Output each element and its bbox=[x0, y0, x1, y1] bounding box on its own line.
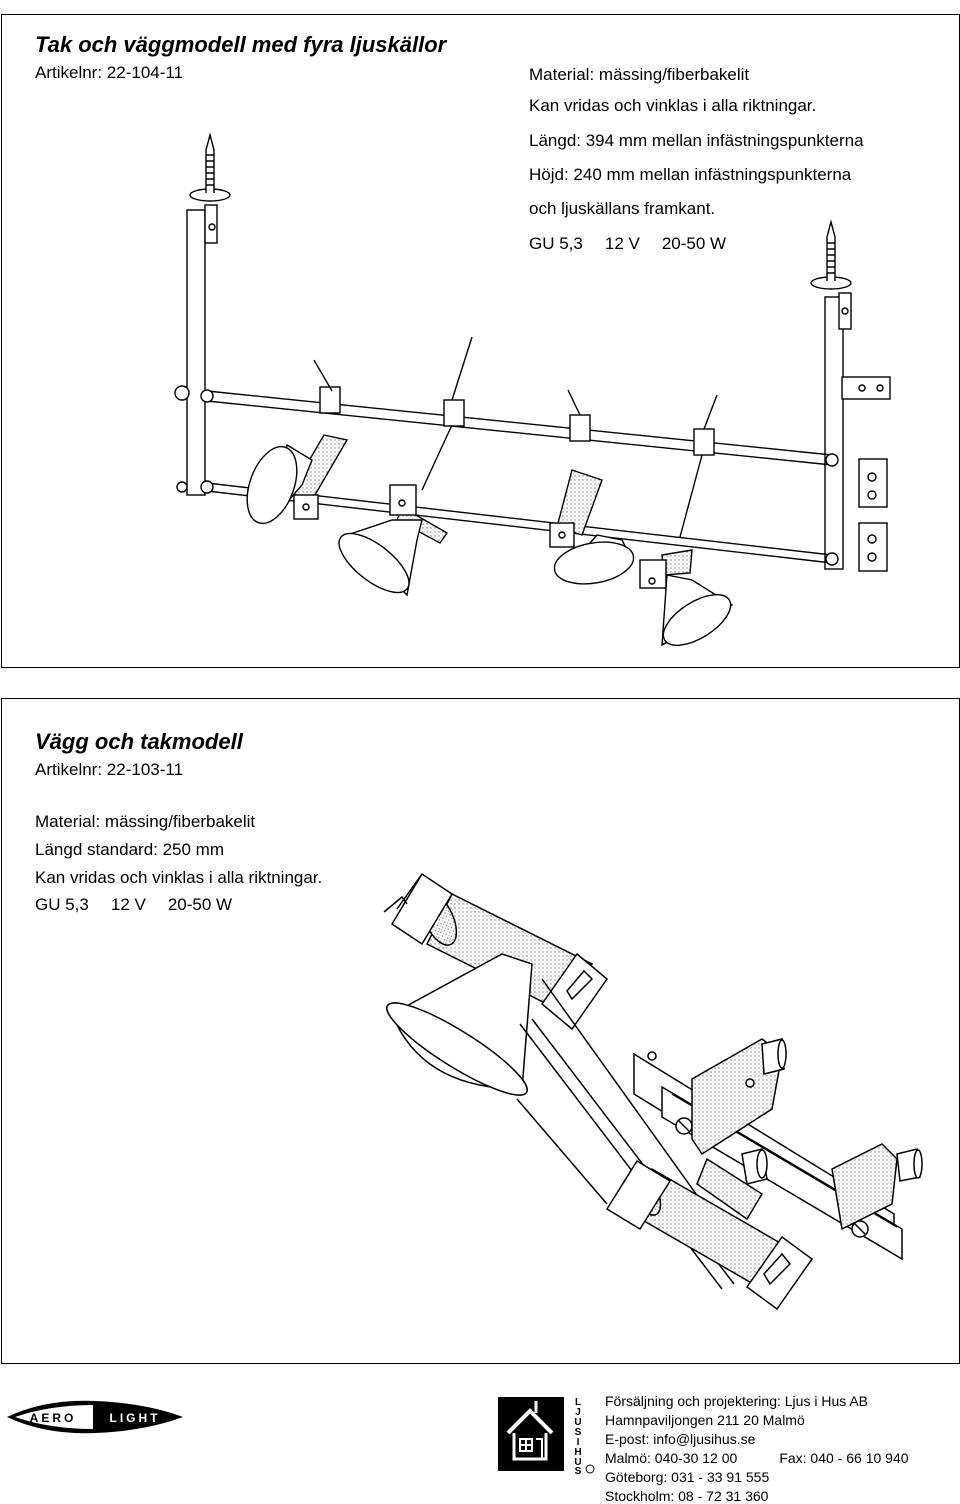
four-light-fixture-drawing bbox=[174, 132, 891, 647]
contact-email: E-post: info@ljusihus.se bbox=[605, 1431, 756, 1447]
wattage: 20-50 W bbox=[167, 895, 233, 914]
spec-material: Material: mässing/fiberbakelit bbox=[35, 812, 256, 831]
voltage: 12 V bbox=[110, 895, 146, 914]
spec-height-cont: och ljuskällans framkant. bbox=[529, 199, 716, 218]
aerolight-logo-left: AERO bbox=[30, 1411, 77, 1425]
ljusihus-letter: L bbox=[575, 1397, 581, 1408]
voltage: 12 V bbox=[604, 234, 640, 253]
product-title: Vägg och takmodell bbox=[35, 729, 243, 754]
spec-length: Längd: 394 mm mellan infästningspunktern… bbox=[529, 131, 864, 150]
aerolight-logo-right: LIGHT bbox=[110, 1411, 161, 1425]
ljusihus-letter: I bbox=[577, 1437, 580, 1448]
product-title: Tak och väggmodell med fyra ljuskällor bbox=[35, 32, 447, 57]
ljusihus-letter: S bbox=[575, 1427, 582, 1438]
contact-malmo-phone-fax: Malmö: 040-30 12 00 Fax: 040 - 66 10 940 bbox=[605, 1450, 909, 1466]
ljusihus-letter: U bbox=[574, 1417, 581, 1428]
ljusihus-letter: H bbox=[574, 1447, 581, 1458]
contact-company: Försäljning och projektering: Ljus i Hus… bbox=[605, 1393, 869, 1409]
socket-type: GU 5,3 bbox=[529, 234, 583, 253]
product-panel-four-lights: Tak och väggmodell med fyra ljuskällor A… bbox=[1, 14, 960, 668]
article-number: Artikelnr: 22-104-11 bbox=[35, 63, 184, 82]
spec-electrical: GU 5,3 12 V 20-50 W bbox=[529, 234, 726, 254]
ljusihus-letter: S bbox=[575, 1466, 582, 1475]
phone-goteborg: Göteborg: 031 - 33 91 555 bbox=[605, 1469, 770, 1485]
ljusihus-letter: J bbox=[575, 1407, 581, 1418]
spec-material: Material: mässing/fiberbakelit bbox=[529, 65, 750, 84]
spec-height: Höjd: 240 mm mellan infästningspunkterna bbox=[529, 165, 852, 184]
phone-malmo: Malmö: 040-30 12 00 bbox=[605, 1450, 738, 1466]
product-panel-single-light: Vägg och takmodell Artikelnr: 22-103-11 … bbox=[1, 698, 960, 1364]
ljusihus-logo: L J U S I H U S bbox=[498, 1397, 595, 1475]
aerolight-logo: AERO LIGHT bbox=[7, 1400, 183, 1434]
socket-type: GU 5,3 bbox=[35, 895, 89, 914]
article-number: Artikelnr: 22-103-11 bbox=[35, 760, 184, 779]
single-light-fixture-drawing bbox=[383, 872, 923, 1311]
spec-electrical: GU 5,3 12 V 20-50 W bbox=[35, 895, 232, 915]
spec-length: Längd standard: 250 mm bbox=[35, 840, 225, 859]
contact-address: Hamnpaviljongen 211 20 Malmö bbox=[605, 1412, 805, 1428]
fax-number: Fax: 040 - 66 10 940 bbox=[779, 1450, 909, 1466]
phone-stockholm: Stockholm: 08 - 72 31 360 bbox=[605, 1488, 769, 1504]
ljusihus-letter: U bbox=[574, 1457, 581, 1468]
spec-rotation: Kan vridas och vinklas i alla riktningar… bbox=[529, 96, 817, 115]
wattage: 20-50 W bbox=[661, 234, 727, 253]
spec-rotation: Kan vridas och vinklas i alla riktningar… bbox=[35, 868, 323, 887]
